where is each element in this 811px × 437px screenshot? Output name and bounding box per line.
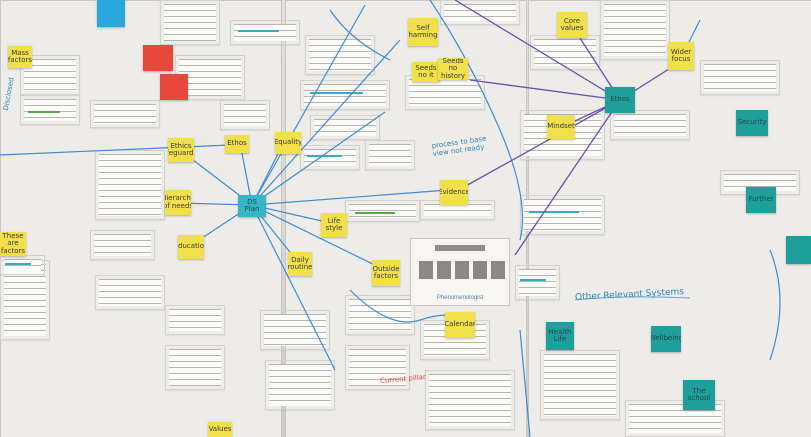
printed-card <box>20 55 80 95</box>
sticky-red-2 <box>160 74 188 100</box>
hub-edge <box>786 236 811 264</box>
process-diagram: Phenomenologist <box>410 238 510 306</box>
sticky-left-top: Mass factors <box>8 46 32 68</box>
printed-card <box>230 20 300 45</box>
hub-wellbeing: Wellbeing <box>651 326 681 352</box>
sticky-blue <box>97 0 125 27</box>
printed-card <box>220 100 270 130</box>
sticky-ethics: Ethics Safeguarding <box>168 138 194 162</box>
sticky-hierarchy: Hierarchy of needs <box>165 190 191 215</box>
printed-card <box>310 115 380 140</box>
printed-card <box>95 275 165 310</box>
diagram-box <box>437 261 451 279</box>
sticky-outside-factors: Outside factors <box>372 260 400 286</box>
hub-health-life: Health Life <box>546 322 574 350</box>
diagram-box <box>491 261 505 279</box>
printed-card <box>0 260 50 340</box>
printed-card <box>700 60 780 95</box>
printed-card <box>530 35 600 70</box>
printed-card <box>345 200 420 222</box>
hub-center: DS Plan <box>238 195 266 217</box>
printed-card <box>0 255 45 275</box>
sticky-right-top: Wider focus <box>668 42 694 70</box>
sticky-mindset: Mindset <box>547 115 575 139</box>
printed-card <box>345 295 415 335</box>
diagram-caption: Phenomenologist <box>436 295 484 301</box>
printed-card <box>300 80 390 110</box>
sticky-equality: Equality <box>275 132 301 154</box>
hub-the-school: The school <box>683 380 715 410</box>
printed-card <box>260 310 330 350</box>
sticky-ethos: Ethos <box>225 135 249 153</box>
printed-card <box>305 35 375 75</box>
printed-card <box>300 145 360 170</box>
printed-card <box>600 0 670 60</box>
sticky-life-style: Life style <box>321 213 347 237</box>
printed-card <box>420 320 490 360</box>
printed-card <box>95 150 165 220</box>
printed-card <box>20 95 80 125</box>
printed-card <box>175 55 245 100</box>
printed-card <box>265 360 335 410</box>
printed-card <box>90 100 160 128</box>
printed-card <box>440 0 520 25</box>
printed-card <box>345 345 410 390</box>
sticky-top-mid: Self harming <box>408 18 438 46</box>
printed-card <box>425 370 515 430</box>
hub-far-right: Further <box>746 187 776 213</box>
printed-card <box>90 230 155 260</box>
sticky-calendar: Calendar <box>445 312 475 338</box>
sticky-daily-routine: Daily routine <box>288 252 312 276</box>
sticky-seeds-it: Seeds no it <box>412 62 440 82</box>
sticky-bottom-left: Values <box>208 422 232 437</box>
diagram-box <box>473 261 487 279</box>
printed-card <box>520 195 605 235</box>
sticky-red-1 <box>143 45 173 71</box>
diagram-header-box <box>435 245 485 251</box>
printed-card <box>365 140 415 170</box>
hub-security: Security <box>736 110 768 136</box>
printed-card <box>610 110 690 140</box>
sticky-evidence: Evidence <box>440 180 468 205</box>
hub-right: Ethos <box>605 87 635 113</box>
sticky-education: Education <box>178 235 204 259</box>
sticky-core-values: Core values <box>557 12 587 38</box>
printed-card <box>515 265 560 300</box>
diagram-box <box>455 261 469 279</box>
printed-card <box>165 345 225 390</box>
printed-card <box>540 350 620 420</box>
sticky-left-mid: These are factors <box>0 232 26 256</box>
printed-card <box>165 305 225 335</box>
printed-card <box>160 0 220 45</box>
sticky-seeds-history: Seeds no history <box>438 58 468 80</box>
diagram-box <box>419 261 433 279</box>
